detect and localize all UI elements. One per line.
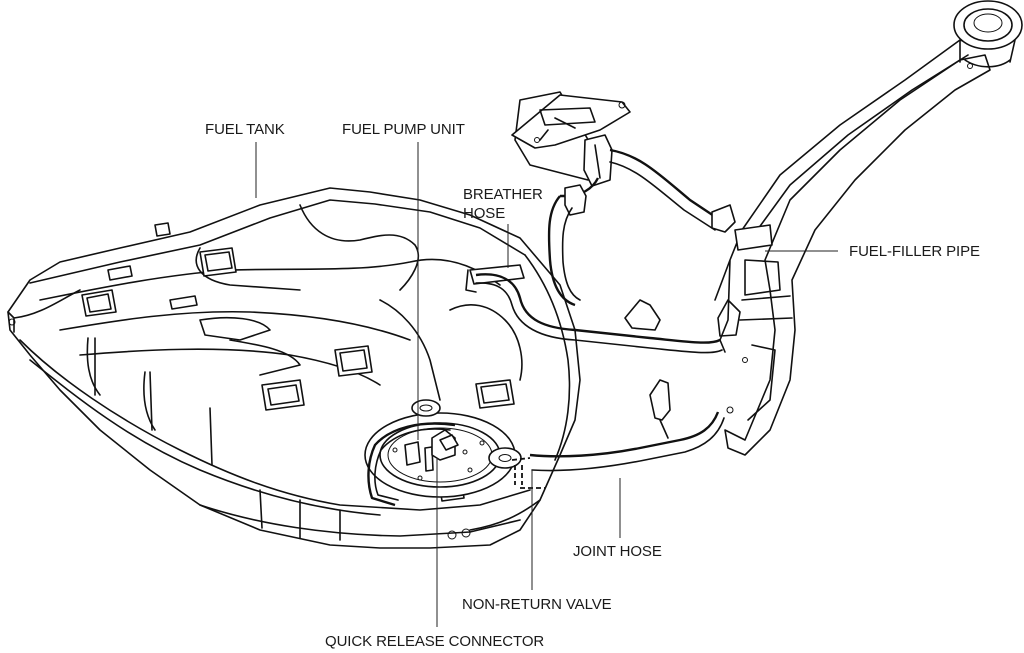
breather-hose [465,264,726,354]
tank-pad [475,379,515,409]
fuel-filler-pipe [714,0,1023,456]
label-fuel-tank: FUEL TANK [205,121,285,138]
label-joint-hose: JOINT HOSE [573,543,662,560]
tank-pad [81,289,117,317]
joint-hose [529,379,725,472]
tank-pad [261,379,305,411]
tank-pad [199,247,237,277]
fuel-tank [7,187,581,549]
label-breather-hose-line1: BREATHER [463,186,543,203]
label-breather-hose-line2: HOSE [463,205,506,222]
label-fuel-pump-unit: FUEL PUMP UNIT [342,121,465,138]
charcoal-canister [511,91,736,307]
label-quick-release-connector: QUICK RELEASE CONNECTOR [325,633,545,650]
tank-pad [334,345,373,377]
label-non-return-valve: NON-RETURN VALVE [462,596,612,613]
label-fuel-filler-pipe: FUEL-FILLER PIPE [849,243,980,260]
